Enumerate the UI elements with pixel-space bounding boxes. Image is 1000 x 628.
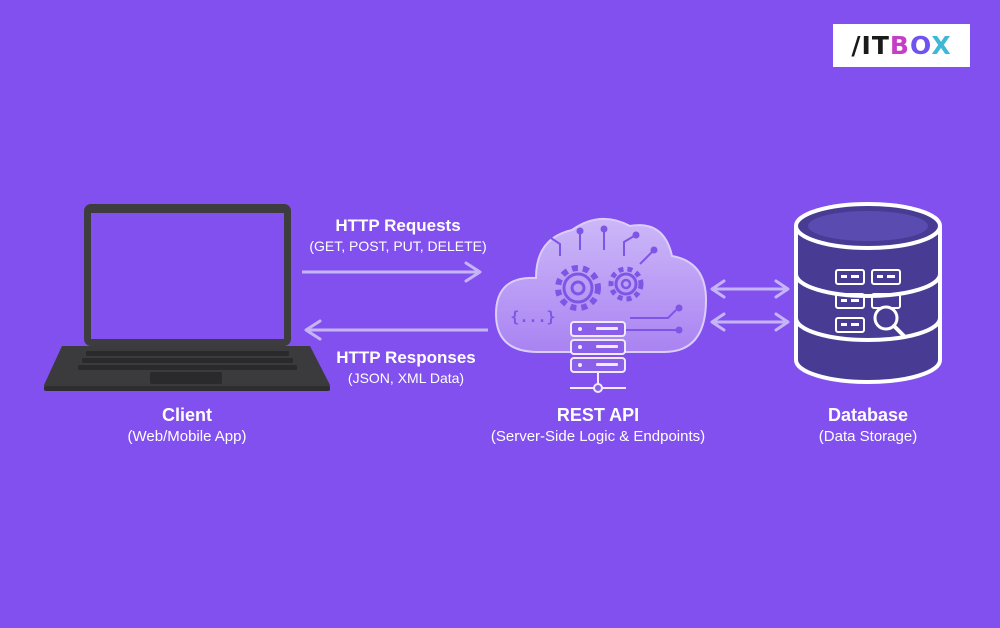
- logo-slash: /: [851, 31, 862, 60]
- api-db-arrows: [710, 279, 790, 332]
- logo-x: X: [931, 31, 952, 60]
- logo-it: IT: [861, 31, 890, 60]
- http-response-arrow: [304, 319, 488, 341]
- magnifier-icon: [873, 305, 906, 338]
- gear-icon: [555, 265, 601, 311]
- database-icon: [794, 202, 942, 384]
- rest-api-cloud-icon: [494, 217, 708, 393]
- http-requests-label: HTTP Requests: [335, 216, 461, 235]
- logo-o: O: [909, 31, 932, 60]
- http-responses-formats: (JSON, XML Data): [347, 370, 465, 386]
- laptop-icon: [44, 204, 330, 391]
- http-request-arrow: [302, 261, 482, 283]
- database-title: Database: [827, 405, 909, 425]
- client-title: Client: [161, 405, 213, 425]
- itbox-logo: /ITBOX: [833, 24, 970, 67]
- database-subtitle: (Data Storage): [818, 428, 918, 445]
- gear-small-icon: [608, 266, 644, 302]
- rest-api-subtitle: (Server-Side Logic & Endpoints): [490, 428, 706, 445]
- code-braces-icon: {...}: [510, 308, 555, 326]
- server-stack-icon: [570, 321, 626, 393]
- http-responses-label: HTTP Responses: [336, 348, 476, 367]
- http-requests-methods: (GET, POST, PUT, DELETE): [309, 238, 487, 254]
- rest-api-title: REST API: [556, 405, 640, 425]
- client-subtitle: (Web/Mobile App): [127, 428, 247, 445]
- logo-b: B: [889, 31, 910, 60]
